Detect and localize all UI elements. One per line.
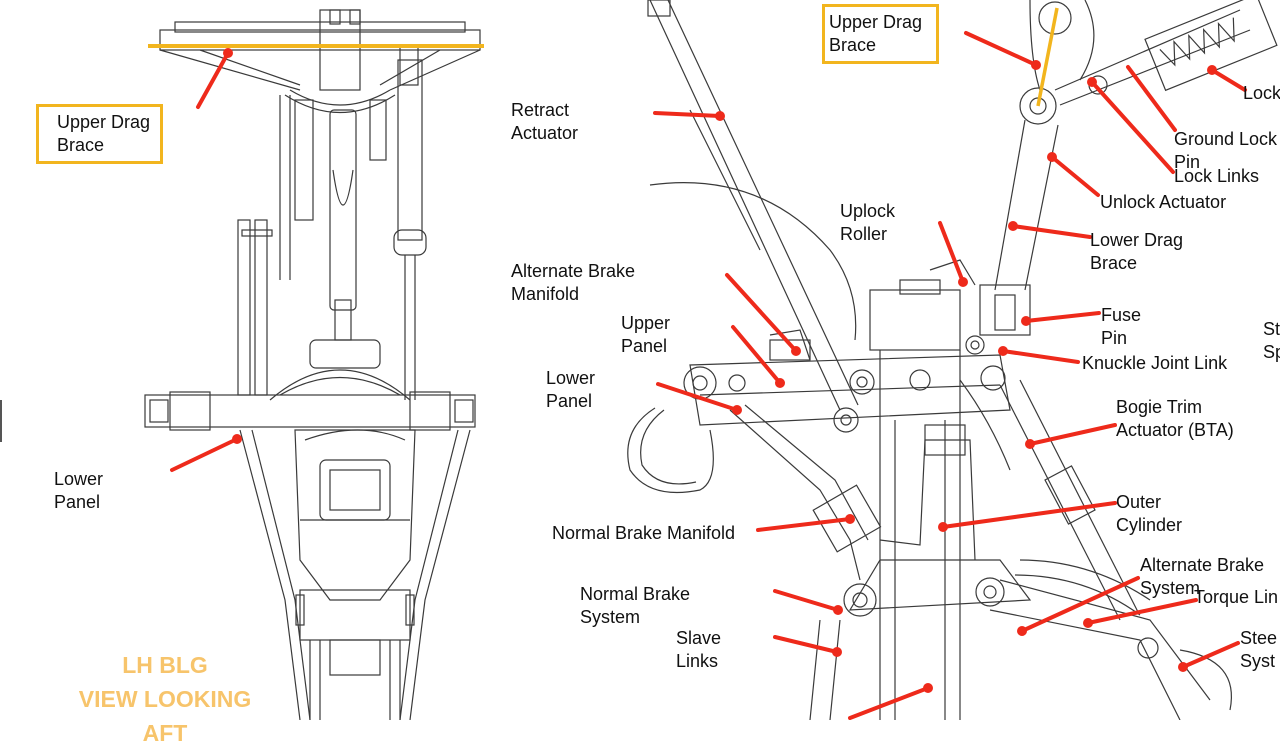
right-label-upper-panel: Upper Panel	[621, 313, 671, 356]
left-label-lower-panel: Lower Panel	[54, 469, 104, 512]
right-label-alternate-brake-system: Alternate Brake System	[1140, 555, 1265, 598]
right-label-fuse-pin: Fuse Pin	[1101, 305, 1142, 348]
right-label-upper-drag-brace: Upper Drag Brace	[822, 4, 940, 64]
right-label-bogie-trim-actuator: Bogie Trim Actuator (BTA)	[1116, 397, 1234, 440]
right-label-steering-system: Stee Syst	[1240, 628, 1278, 671]
left-edge-mark	[0, 400, 2, 442]
right-label-lock-links: Lock Links	[1174, 166, 1260, 186]
right-upper-drag-brace-highlight	[1036, 7, 1059, 107]
right-label-retract-actuator: Retract Actuator	[511, 100, 579, 143]
right-gear-linework	[627, 0, 1278, 720]
right-label-normal-brake-system: Normal Brake System	[580, 584, 691, 627]
right-label-slave-links: Slave Links	[676, 628, 722, 671]
right-label-torque-links: Torque Lin	[1194, 587, 1279, 607]
right-label-lower-panel: Lower Panel	[546, 368, 596, 411]
right-label-normal-brake-manifold: Normal Brake Manifold	[552, 523, 736, 543]
left-callouts	[170, 48, 242, 472]
left-gear-linework	[144, 9, 481, 720]
right-callouts	[653, 31, 1247, 720]
right-label-outer-cylinder: Outer Cylinder	[1116, 492, 1183, 535]
right-label-steering-system-partial: St Sp	[1263, 319, 1280, 362]
right-label-lock-actuator: Lock	[1243, 83, 1280, 103]
right-label-uplock-roller: Uplock Roller	[840, 201, 896, 244]
right-label-unlock-actuator: Unlock Actuator	[1100, 192, 1227, 212]
landing-gear-drawing	[144, 0, 1278, 720]
view-caption: LH BLG VIEW LOOKING AFT	[78, 652, 252, 746]
left-label-upper-drag-brace: Upper Drag Brace	[36, 104, 164, 164]
right-label-knuckle-joint-link: Knuckle Joint Link	[1082, 353, 1228, 373]
right-label-alternate-brake-manifold: Alternate Brake Manifold	[511, 261, 636, 304]
right-label-lower-drag-brace: Lower Drag Brace	[1090, 230, 1184, 273]
right-label-ground-lock-pin: Ground Lock Pin	[1174, 129, 1278, 172]
